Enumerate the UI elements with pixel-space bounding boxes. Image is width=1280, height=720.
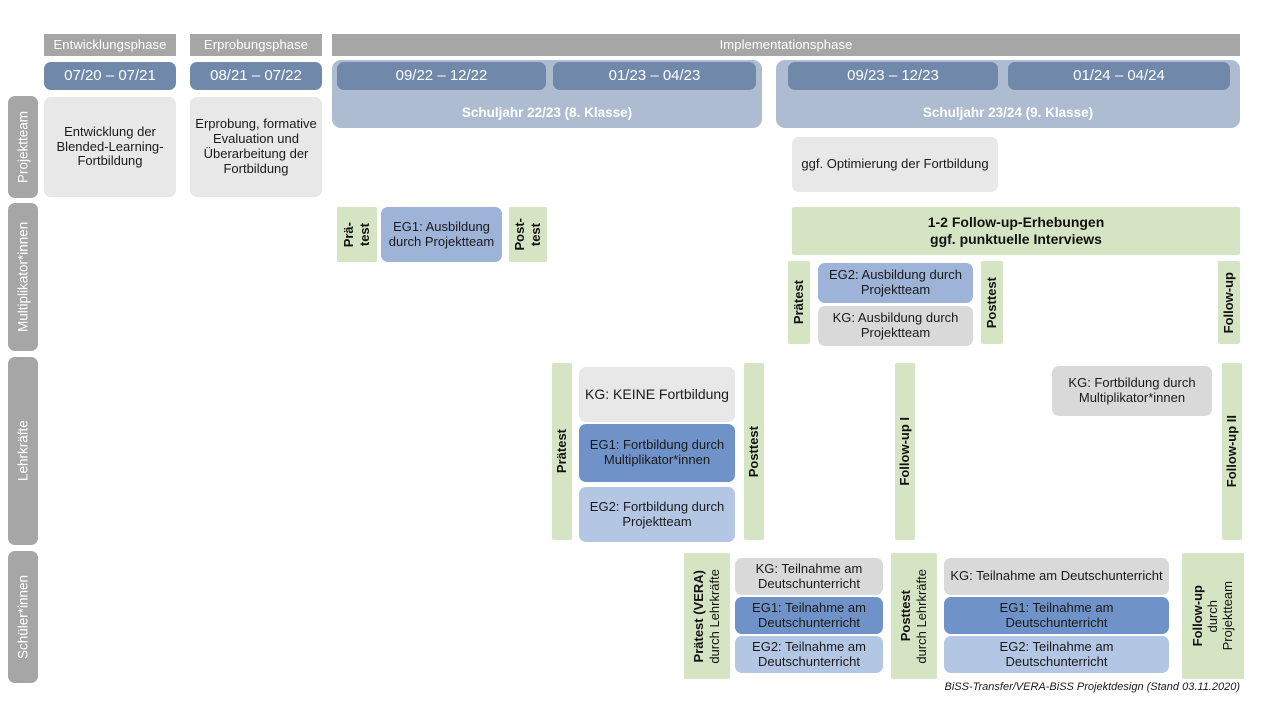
period-chip-0123-0423: 01/23 – 04/23 [553, 62, 756, 90]
schueler-posttest-bold: Posttest [898, 590, 914, 642]
period-chip-0922-1222: 09/22 – 12/22 [337, 62, 546, 90]
followup-banner-line1: 1-2 Follow-up-Erhebungen [927, 213, 1105, 230]
lehrkraefte-kg-box: KG: KEINE Fortbildung [579, 367, 735, 422]
schueler-followup-column: Follow-up durch Projektteam [1182, 553, 1244, 679]
lehrkraefte-posttest-column: Posttest [744, 363, 764, 540]
schueler-left-eg1-box: EG1: Teilnahme am Deutschunterricht [735, 597, 883, 634]
lehrkraefte-followup1-column: Follow-up I [895, 363, 915, 540]
projektteam-entwicklung-box: Entwicklung der Blended-Learning-Fortbil… [44, 97, 176, 197]
lehrkraefte-kg-fortbildung-box: KG: Fortbildung durch Multiplikator*inne… [1052, 366, 1212, 416]
multiplikatoren-eg2-box: EG2: Ausbildung durch Projektteam [818, 263, 973, 303]
period-chip-0923-1223: 09/23 – 12/23 [788, 62, 998, 90]
row-label-schueler: Schüler*innen [8, 551, 38, 683]
schueler-right-eg1-box: EG1: Teilnahme am Deutschunterricht [944, 597, 1169, 634]
multiplikatoren-followup-banner: 1-2 Follow-up-Erhebungen ggf. punktuelle… [792, 207, 1240, 255]
period-chip-0821-0722: 08/21 – 07/22 [190, 62, 322, 90]
schueler-right-kg-box: KG: Teilnahme am Deutschunterricht [944, 558, 1169, 595]
multiplikatoren-followup-column: Follow-up [1218, 261, 1240, 344]
row-label-lehrkraefte: Lehrkräfte [8, 357, 38, 545]
schueler-left-eg2-box: EG2: Teilnahme am Deutschunterricht [735, 636, 883, 673]
phase-header-implementationsphase: Implementationsphase [332, 34, 1240, 56]
schueler-praetest-bold: Prätest (VERA) [691, 569, 707, 663]
multiplikatoren-praetest-column: Prä- test [337, 207, 377, 262]
phase-header-entwicklungsphase: Entwicklungsphase [44, 34, 176, 56]
period-chip-0124-0424: 01/24 – 04/24 [1008, 62, 1230, 90]
schueler-followup-regular-2: Projektteam [1220, 581, 1236, 651]
schueler-praetest-column: Prätest (VERA) durch Lehrkräfte [684, 553, 730, 679]
multiplikatoren-eg1-box: EG1: Ausbildung durch Projektteam [381, 207, 502, 262]
multiplikatoren-kg-box: KG: Ausbildung durch Projektteam [818, 306, 973, 346]
row-label-projektteam: Projektteam [8, 96, 38, 198]
projektteam-optimierung-box: ggf. Optimierung der Fortbildung [792, 137, 998, 192]
lehrkraefte-eg1-box: EG1: Fortbildung durch Multiplikator*inn… [579, 424, 735, 482]
followup-banner-line2: ggf. punktuelle Interviews [930, 231, 1102, 247]
multiplikatoren-posttest-line1: Post- [512, 218, 528, 251]
multiplikatoren-praetest-line2: test [356, 222, 372, 247]
phase-header-erprobungsphase: Erprobungsphase [190, 34, 322, 56]
footer-caption: BiSS-Transfer/VERA-BiSS Projektdesign (S… [944, 681, 1240, 693]
schueler-followup-regular-1: durch [1204, 599, 1220, 633]
multiplikatoren-posttest-line2: test [527, 222, 543, 247]
projektteam-erprobung-box: Erprobung, formative Evaluation und Über… [190, 97, 322, 197]
schueler-posttest-regular: durch Lehrkräfte [913, 568, 929, 664]
lehrkraefte-followup2-column: Follow-up II [1222, 363, 1242, 540]
lehrkraefte-praetest-column: Prätest [552, 363, 572, 540]
schueler-praetest-regular: durch Lehrkräfte [706, 568, 722, 664]
schueler-followup-bold: Follow-up [1189, 585, 1205, 647]
schueler-right-eg2-box: EG2: Teilnahme am Deutschunterricht [944, 636, 1169, 673]
multiplikatoren-posttest-column: Post- test [509, 207, 547, 262]
multiplikatoren-praetest-line1: Prä- [341, 221, 357, 248]
row-label-multiplikatoren: Multiplikator*innen [8, 203, 38, 351]
schueler-posttest-column: Posttest durch Lehrkräfte [891, 553, 937, 679]
multiplikatoren-posttest2-column: Posttest [981, 261, 1003, 344]
lehrkraefte-eg2-box: EG2: Fortbildung durch Projektteam [579, 487, 735, 542]
schueler-left-kg-box: KG: Teilnahme am Deutschunterricht [735, 558, 883, 595]
multiplikatoren-praetest2-column: Prätest [788, 261, 810, 344]
period-chip-0720-0721: 07/20 – 07/21 [44, 62, 176, 90]
